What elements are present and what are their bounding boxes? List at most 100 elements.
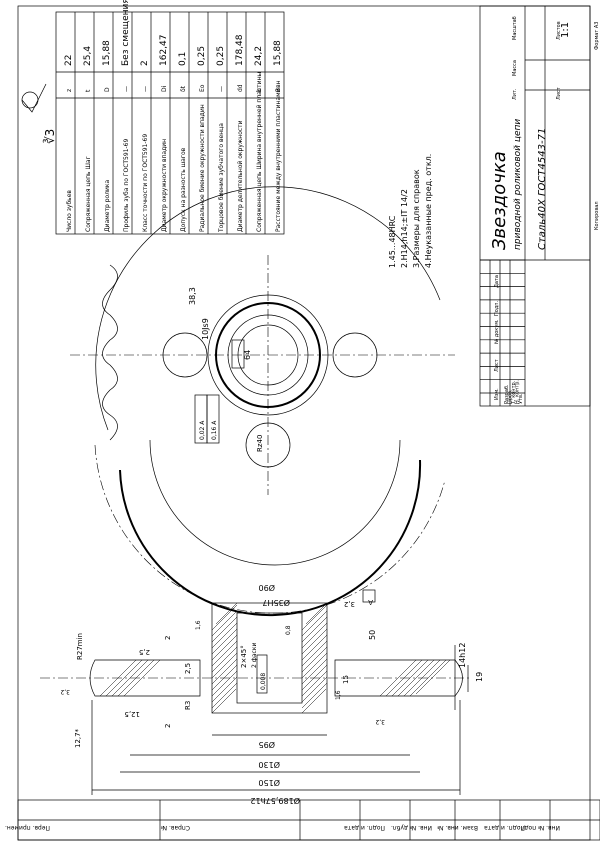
sheet-label: Лист <box>556 87 562 100</box>
param-cell: 162,47 <box>159 35 169 67</box>
param-cell: — <box>218 86 225 92</box>
param-cell: D <box>104 87 111 92</box>
scale-label: Масштаб <box>512 16 518 40</box>
lightening-hole-right <box>332 332 378 378</box>
tol-runout: 0,02 A <box>199 420 206 440</box>
copied-label: Копировал <box>594 201 600 230</box>
dim-19: 19 <box>475 672 484 682</box>
lightening-hole-bottom <box>245 422 291 468</box>
dim-10js9: 10Js9 <box>201 318 210 340</box>
tech-notes: 1.45...48HRC 2.H14;h14;±IT 14/2 3.Размер… <box>388 154 433 268</box>
param-cell: Класс точности по ГОСТ591-69 <box>142 134 149 232</box>
person-label: Разраб. <box>504 384 510 404</box>
param-cell: — <box>123 86 130 92</box>
dim-d95: Ø95 <box>259 740 275 750</box>
datum-box-top <box>362 589 376 603</box>
dim-64: 64 <box>243 350 252 360</box>
param-cell: 178,48 <box>235 34 245 66</box>
strip-label-3: Инв. № дубл. <box>391 824 432 831</box>
dim-d150: Ø150 <box>258 778 280 788</box>
bottom-dimensions: Ø95 Ø130 Ø150 Ø189,57h12 <box>91 700 461 806</box>
param-cell: Диаметр окружности впадин <box>161 139 168 232</box>
param-cell: 0,1 <box>178 52 188 66</box>
param-cell: Bвн <box>275 80 282 92</box>
role-label: Изм. <box>494 388 500 400</box>
side-strip: Инв. № подл. Подп. и дата Взам. инв. № И… <box>5 799 600 841</box>
dim-chamfers: 2 фаски <box>251 643 258 668</box>
strip-label-0: Инв. № подл. <box>519 824 560 831</box>
front-view: 38,3 10Js9 64 0,02 A 0,16 A Rz40 <box>70 186 455 617</box>
sheets-label: Листов <box>556 21 562 40</box>
param-cell: 0,25 <box>197 46 207 66</box>
note-3: 3.Размеры для справок <box>412 169 421 268</box>
dim-3-2-b: 3,2 <box>375 718 385 725</box>
tol-box-bore <box>256 654 268 694</box>
dim-3-2-left: 3,2 <box>60 688 70 695</box>
person-label: Н. контр. <box>515 380 521 404</box>
param-cell: dd <box>237 84 244 92</box>
pitch-circle <box>94 444 446 614</box>
strip-label-4: Подп. и дата <box>344 824 385 831</box>
dim-3-2-top: 3,2 <box>344 600 355 608</box>
param-cell: b <box>256 88 263 92</box>
param-cell: 0,25 <box>216 46 226 66</box>
param-cell: 22 <box>64 55 74 66</box>
material: Сталь40Х ГОСТ4543-71 <box>537 128 548 250</box>
dim-d130: Ø130 <box>258 760 280 770</box>
param-cell: δt <box>180 85 187 92</box>
outer-contour <box>95 186 441 431</box>
param-cell: 2 <box>140 60 150 66</box>
role-label: Подп. <box>494 300 500 316</box>
strip-label-5: Справ. № <box>161 824 190 831</box>
title-block: Звездочка приводной роликовой цепи Сталь… <box>479 5 600 407</box>
param-cell: Eo <box>199 84 206 92</box>
dim-2-b: 2 <box>164 724 172 728</box>
param-cell: Сопряженная цепь Шаг <box>85 156 92 232</box>
param-cell: Допуск на разность шагов <box>180 147 187 232</box>
part-subname: приводной роликовой цепи <box>513 119 523 250</box>
param-cell: Диаметр делительной окружности <box>237 120 244 232</box>
dim-d90: Ø90 <box>259 583 275 593</box>
dim-38-3: 38,3 <box>188 287 197 305</box>
lit-label: Лит. <box>512 88 518 100</box>
param-cell: z <box>66 89 73 92</box>
role-label: Лист <box>494 359 500 372</box>
dim-12-5: 12,5 <box>124 710 140 718</box>
param-cell: Без смещения <box>121 0 131 66</box>
mass-label: Масса <box>512 60 518 76</box>
param-cell: Торцовое биение зубчатого венца <box>218 123 225 233</box>
dim-0-8: 0,8 <box>285 625 292 635</box>
param-cell: 15,88 <box>273 40 283 66</box>
role-label: Дата <box>494 275 500 288</box>
param-cell: 25,4 <box>83 46 93 66</box>
scale-value: 1:1 <box>560 22 571 38</box>
note-4: 4.Неуказанные пред. откл. <box>424 154 433 268</box>
tol-cyl: 0,008 <box>260 673 267 690</box>
param-cell: Профиль зуба по ГОСТ591-69 <box>123 139 130 232</box>
dim-d189: Ø189,57h12 <box>250 796 300 806</box>
person-label: Т. контр. <box>511 380 517 405</box>
strip-label-2: Взам. инв. № <box>437 824 478 831</box>
person-label: Пров. <box>508 389 514 404</box>
lightening-hole-left <box>162 332 208 378</box>
param-cell: 24,2 <box>254 46 264 66</box>
dim-chamfer: 2×45° <box>240 645 248 668</box>
roughness-mark: ∛3 <box>21 83 57 144</box>
param-cell: Радиальное биение окружности впадин <box>199 104 206 232</box>
dim-r3: R3 <box>184 701 192 710</box>
hub-section <box>211 602 328 714</box>
dim-2-5-b: 2,5 <box>184 663 192 674</box>
dim-d35h7: Ø35H7 <box>262 598 290 608</box>
section-view: Ø90 Ø35H7 3,2 A 2,5 2,5 2 12,5 R3 2 1,6 … <box>40 583 484 806</box>
dim-1-6-a: 1,6 <box>195 620 202 630</box>
param-cell: — <box>142 86 149 92</box>
roughness-value: ∛3 <box>43 129 57 144</box>
dim-12-7: 12,7* <box>74 728 82 748</box>
param-cell: Расстояние между внутренними пластинами <box>275 88 282 232</box>
dim-14h12: 14h12 <box>458 643 467 668</box>
note-1: 1.45...48HRC <box>388 215 397 268</box>
strip-label-1: Подп. и дата <box>484 824 525 831</box>
tolerance-frame: 0,02 A 0,16 A <box>194 394 220 444</box>
